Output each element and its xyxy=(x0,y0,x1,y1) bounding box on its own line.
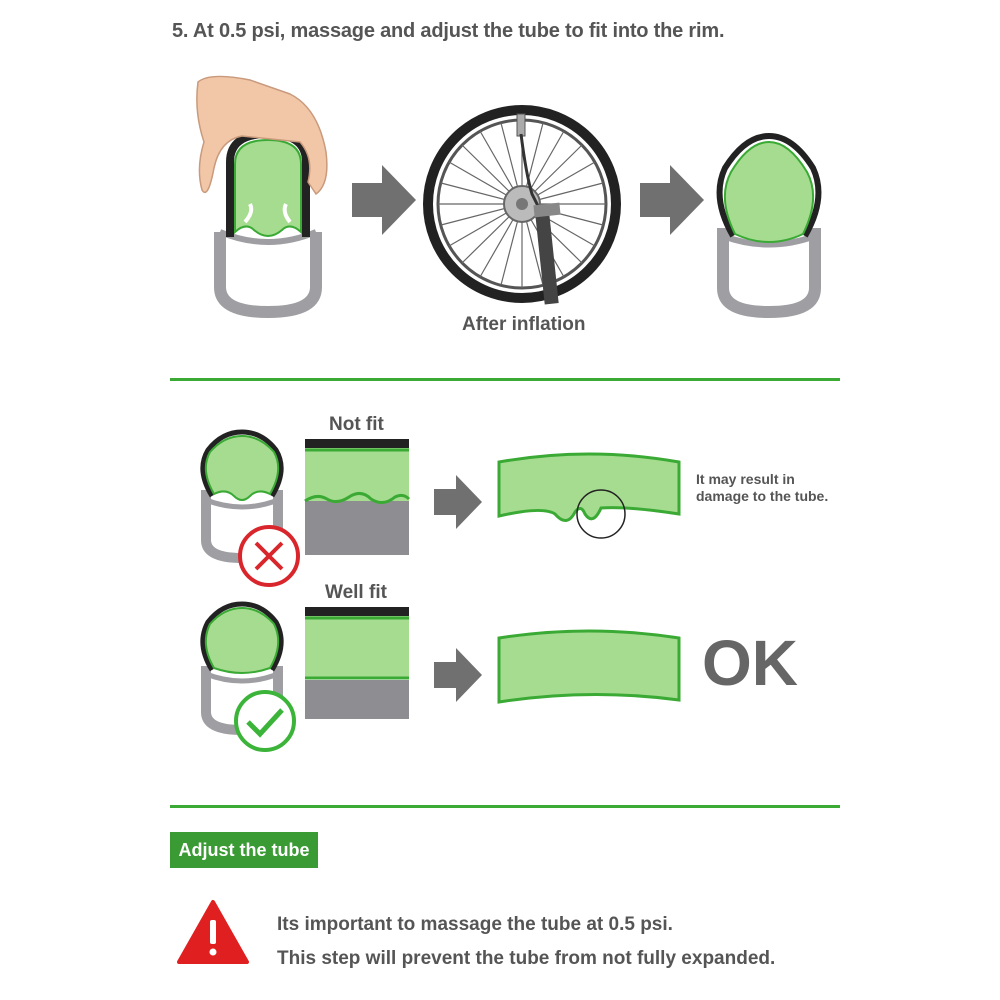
damage-warning-line2: damage to the tube. xyxy=(696,488,829,504)
arrow-right-icon xyxy=(640,165,704,235)
after-inflation-caption: After inflation xyxy=(462,314,586,335)
tube-shape xyxy=(204,434,280,501)
tube-shape xyxy=(204,606,280,674)
note-line-1: Its important to massage the tube at 0.5… xyxy=(277,914,673,935)
arrow-right-icon xyxy=(352,165,416,235)
warning-triangle-icon xyxy=(177,900,249,964)
not-fit-label: Not fit xyxy=(329,414,384,435)
note-line-2: This step will prevent the tube from not… xyxy=(277,948,776,969)
good-tube-strip xyxy=(497,629,681,704)
well-fit-cross-section xyxy=(305,607,409,719)
arrow-right-icon xyxy=(434,648,482,702)
damage-warning-line1: It may result in xyxy=(696,471,795,487)
step-heading: 5. At 0.5 psi, massage and adjust the tu… xyxy=(172,20,725,42)
pump-icon xyxy=(535,213,559,305)
hand-icon xyxy=(196,75,328,196)
adjust-tube-badge: Adjust the tube xyxy=(170,832,318,868)
error-x-icon xyxy=(238,525,300,587)
well-fit-label: Well fit xyxy=(325,582,387,603)
tire-outline xyxy=(716,132,822,238)
arrow-right-icon xyxy=(434,475,482,529)
hand-massage-illustration xyxy=(196,75,328,319)
check-icon xyxy=(234,690,296,752)
damaged-tube-strip xyxy=(497,452,681,539)
rim-profile xyxy=(214,232,322,319)
section-divider xyxy=(170,805,840,808)
ok-result-text: OK xyxy=(702,627,798,699)
section-divider xyxy=(170,378,840,381)
damage-warning-text: It may result in damage to the tube. xyxy=(696,471,828,505)
tube-shape xyxy=(723,140,815,243)
wheel-pump-illustration xyxy=(423,105,621,305)
not-fit-cross-section xyxy=(304,439,411,555)
damage-highlight-circle xyxy=(576,489,626,539)
inflated-tube-illustration xyxy=(716,132,822,319)
